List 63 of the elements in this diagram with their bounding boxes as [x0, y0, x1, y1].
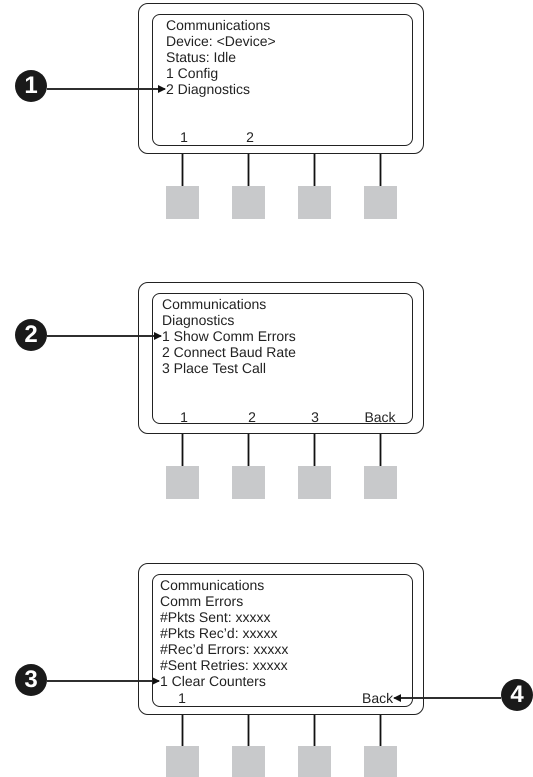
softkey-button [232, 186, 265, 219]
softkey-button [166, 746, 199, 777]
screen-text: Comm Errors [160, 593, 244, 609]
leader-line [47, 332, 162, 340]
connector-line [314, 154, 316, 186]
connector-line [248, 715, 250, 746]
menu-item: 2 Diagnostics [166, 81, 250, 97]
leader-line [47, 85, 166, 93]
softkey-button [298, 466, 331, 499]
connector-line [314, 715, 316, 746]
leader-line [393, 694, 501, 702]
connector-line [248, 434, 250, 466]
display-screen [152, 293, 413, 424]
connector-line [380, 154, 382, 186]
softkey-label: 1 [178, 690, 186, 706]
softkey-label: 3 [311, 409, 319, 425]
screen-text: #Pkts Rec’d: xxxxx [160, 625, 278, 641]
softkey-button [298, 746, 331, 777]
softkey-button [166, 186, 199, 219]
softkey-label: Back [364, 409, 396, 425]
connector-line [248, 154, 250, 186]
display-screen [152, 14, 413, 146]
screen-text: Status: Idle [166, 49, 236, 65]
screen-text: Communications [162, 296, 266, 312]
screen-text: 2 Connect Baud Rate [162, 344, 296, 360]
menu-item: 1 Clear Counters [160, 673, 266, 689]
softkey-button [364, 466, 397, 499]
screen-text: #Pkts Sent: xxxxx [160, 609, 270, 625]
screen-text: #Rec’d Errors: xxxxx [160, 641, 288, 657]
screen-text: 3 Place Test Call [162, 360, 266, 376]
softkey-button [364, 186, 397, 219]
callout-number: 2 [15, 319, 47, 351]
softkey-label: 2 [248, 409, 256, 425]
screen-text: 1 Config [166, 65, 218, 81]
softkey-button [232, 466, 265, 499]
callout-number: 1 [15, 70, 47, 102]
screen-text: Diagnostics [162, 312, 234, 328]
menu-item: 1 Show Comm Errors [162, 328, 296, 344]
display-screen [152, 574, 413, 707]
screen-text: Device: <Device> [166, 33, 276, 49]
connector-line [380, 434, 382, 466]
softkey-button [364, 746, 397, 777]
connector-line [182, 154, 184, 186]
softkey-label: 1 [180, 129, 188, 145]
menu-item: Back [362, 690, 394, 706]
screen-text: Communications [166, 17, 270, 33]
callout-number: 3 [15, 664, 47, 696]
screen-text: Communications [160, 577, 264, 593]
device-panel [138, 282, 424, 434]
softkey-label: 2 [246, 129, 254, 145]
connector-line [380, 715, 382, 746]
device-panel [138, 563, 424, 715]
softkey-label: 1 [180, 409, 188, 425]
softkey-button [298, 186, 331, 219]
callout-number: 4 [501, 679, 533, 711]
leader-line [47, 677, 160, 685]
screen-text: #Sent Retries: xxxxx [160, 657, 288, 673]
device-panel [138, 3, 424, 154]
connector-line [182, 434, 184, 466]
softkey-button [166, 466, 199, 499]
softkey-button [232, 746, 265, 777]
connector-line [182, 715, 184, 746]
connector-line [314, 434, 316, 466]
